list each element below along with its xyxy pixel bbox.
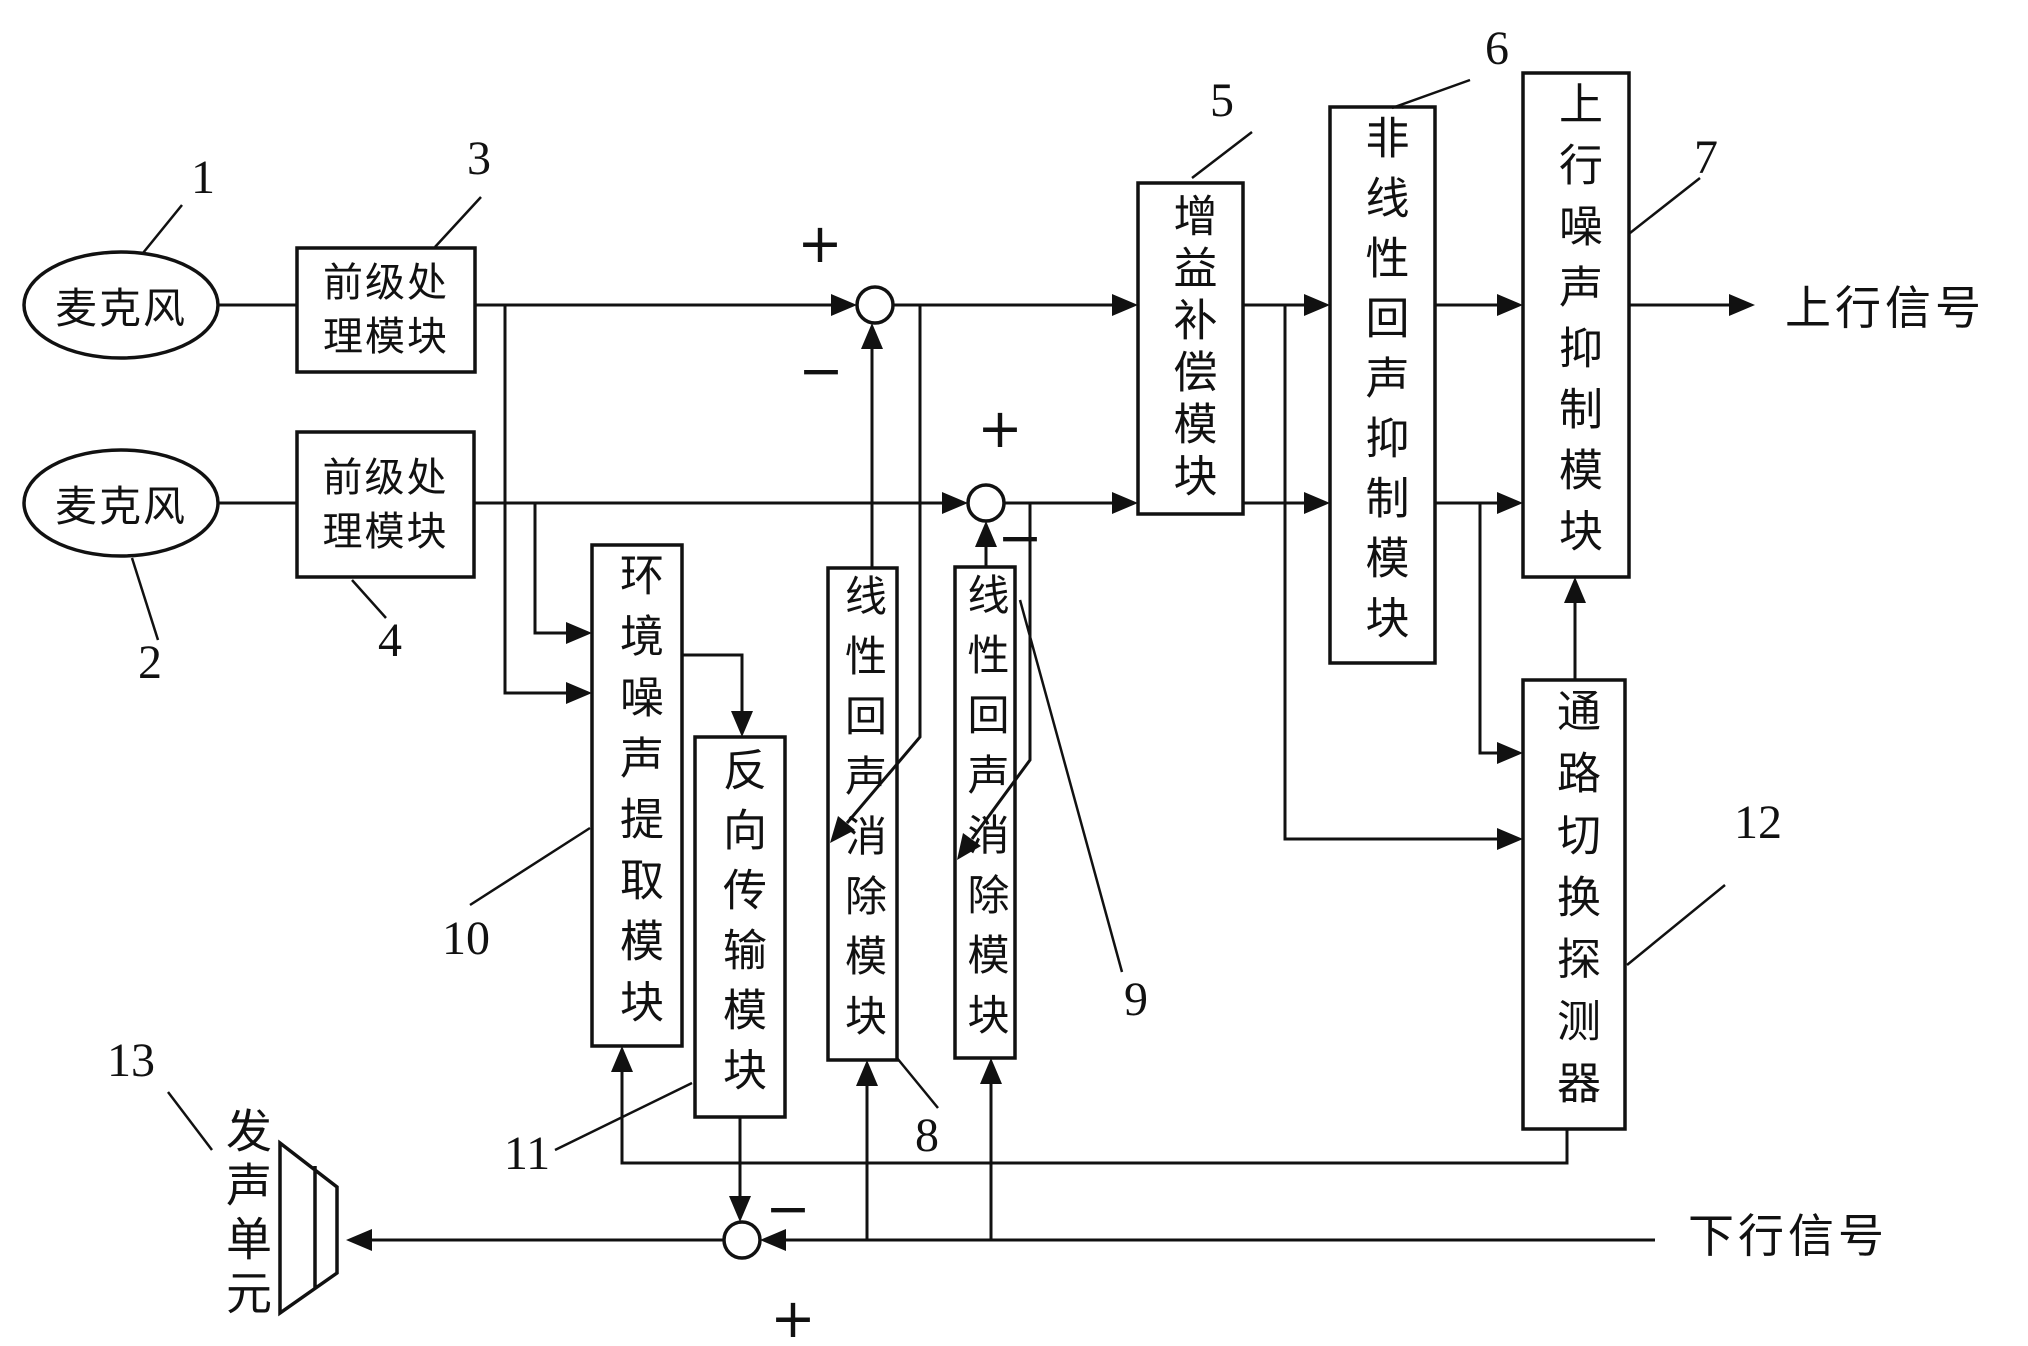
leader-lines bbox=[130, 78, 1726, 1152]
node-shapes bbox=[22, 71, 1631, 1317]
callout-9: 9 bbox=[1124, 972, 1148, 1026]
gain-compensation-box bbox=[1136, 181, 1245, 516]
callout-6: 6 bbox=[1485, 21, 1509, 75]
pre-module-1-label: 前级处理模块 bbox=[323, 261, 449, 359]
mic2-label: 麦克风 bbox=[54, 482, 187, 530]
callout-5: 5 bbox=[1210, 73, 1234, 127]
ambient-noise-extraction-label: 环境噪声提取模块 bbox=[613, 551, 662, 1040]
pre-module-2-label: 前级处理模块 bbox=[322, 455, 449, 554]
sum1-plus-sign: + bbox=[797, 211, 843, 275]
callout-8: 8 bbox=[915, 1108, 939, 1162]
ambient-noise-extraction-box bbox=[590, 543, 684, 1048]
ambient-to-reverse-line bbox=[682, 653, 744, 711]
sum-junction-3 bbox=[722, 1220, 762, 1260]
callout-7: 7 bbox=[1694, 130, 1718, 184]
callout-13: 13 bbox=[107, 1033, 155, 1087]
callout-1: 1 bbox=[191, 150, 215, 204]
nonlinear-echo-suppression-box bbox=[1328, 105, 1437, 665]
mic2-tap-to-ambient-line bbox=[533, 503, 566, 635]
speaker-label: 发声单元 bbox=[220, 1107, 272, 1323]
reverse-transfer-label: 反向传输模块 bbox=[716, 747, 765, 1107]
top-tap-to-detector-line bbox=[1283, 305, 1497, 841]
speaker-horn-shape bbox=[278, 1139, 339, 1317]
sum3-minus-sign: − bbox=[765, 1176, 811, 1240]
downlink-signal-label: 下行信号 bbox=[1688, 1210, 1888, 1262]
sum1-error-tap-line bbox=[845, 305, 922, 824]
uplink-signal-label: 上行信号 bbox=[1785, 282, 1985, 334]
callout-4: 4 bbox=[378, 613, 402, 667]
linear-echo-cancel-2-label: 线性回声消除模块 bbox=[962, 572, 1009, 1053]
callout-2: 2 bbox=[138, 635, 162, 689]
linear-echo-cancel-1-box bbox=[826, 566, 899, 1062]
sum2-error-tap-line bbox=[970, 503, 1032, 840]
arrowheads bbox=[346, 294, 1755, 1251]
nonlinear-echo-suppression-label: 非线性回声抑制模块 bbox=[1358, 115, 1408, 655]
sum2-plus-sign: + bbox=[977, 396, 1023, 460]
mic1-tap-to-ambient-line bbox=[503, 305, 566, 695]
sum-junction-1 bbox=[855, 285, 895, 325]
sum2-minus-sign: − bbox=[997, 505, 1043, 569]
gain-compensation-label: 增益补偿模块 bbox=[1166, 192, 1216, 505]
sum1-minus-sign: − bbox=[798, 338, 844, 402]
bottom-tap-to-detector-line bbox=[1478, 503, 1497, 755]
callout-12: 12 bbox=[1734, 795, 1782, 849]
pre-module-1-box bbox=[295, 246, 477, 374]
mic1-label: 麦克风 bbox=[54, 284, 187, 332]
path-switch-detector-label: 通路切换探测器 bbox=[1550, 687, 1599, 1122]
linear-echo-cancel-1-label: 线性回声消除模块 bbox=[839, 574, 887, 1054]
callout-3: 3 bbox=[467, 131, 491, 185]
signal-lines bbox=[218, 303, 1729, 1242]
sum3-plus-sign: + bbox=[770, 1286, 816, 1346]
uplink-noise-suppression-label: 上行噪声抑制模块 bbox=[1552, 81, 1601, 569]
callout-11: 11 bbox=[503, 1126, 551, 1180]
callout-10: 10 bbox=[442, 911, 490, 965]
uplink-noise-suppression-box bbox=[1521, 71, 1631, 579]
